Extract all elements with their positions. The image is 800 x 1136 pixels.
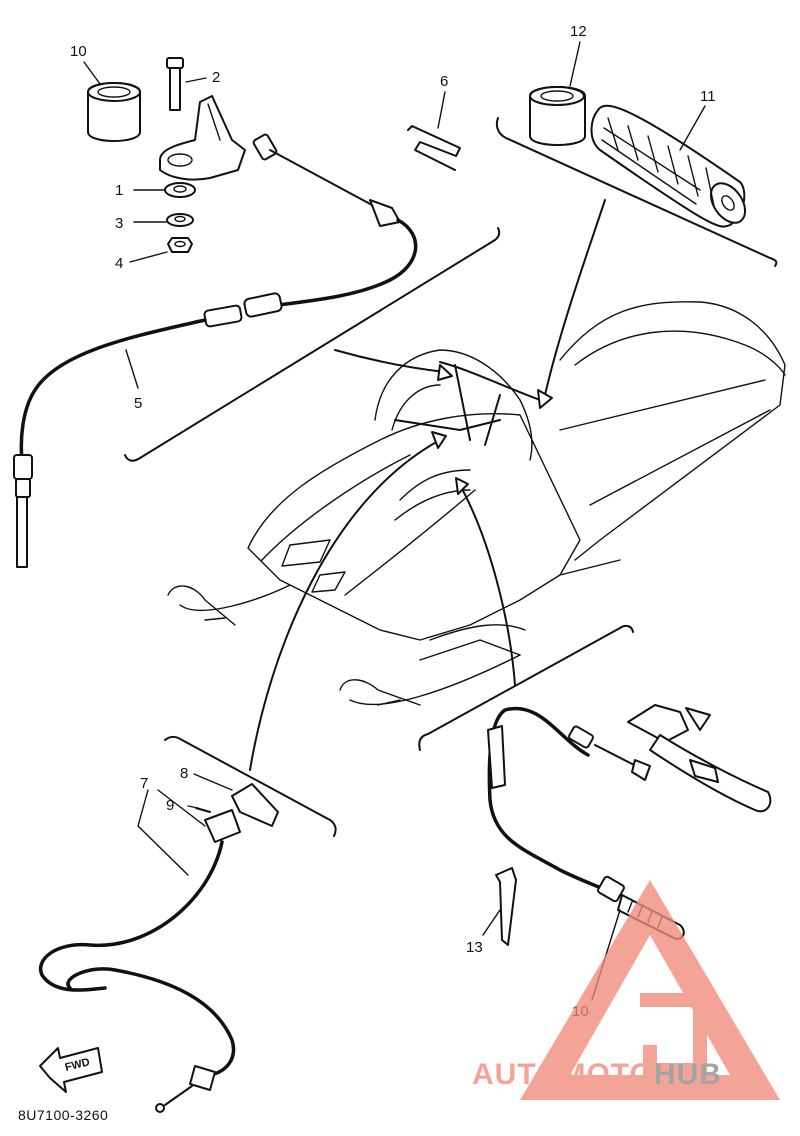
- callout-3: 3: [115, 215, 123, 232]
- callout-2: 2: [212, 69, 220, 86]
- callout-10: 10: [70, 43, 87, 60]
- part-clip: [407, 125, 461, 171]
- callout-8: 8: [180, 765, 188, 782]
- callout-6: 6: [440, 73, 448, 90]
- callout-11: 11: [700, 88, 716, 105]
- watermark-triangle: [520, 880, 780, 1100]
- callout-5: 5: [134, 395, 142, 412]
- part-bracket: [159, 95, 246, 181]
- watermark-text: AUTOMOTOHUB: [472, 1058, 722, 1091]
- part-collar: [87, 82, 141, 142]
- part-grip: [529, 86, 747, 228]
- part-bolt: [166, 57, 184, 111]
- part-washers: [164, 182, 196, 253]
- callout-7: 7: [140, 775, 148, 792]
- pointer-arrows: [249, 199, 606, 771]
- fwd-label: FWD: [64, 1056, 91, 1074]
- callout-1: 1: [115, 182, 123, 199]
- part-switch-cable: [38, 783, 279, 1113]
- diagram-code: 8U7100-3260: [18, 1107, 108, 1123]
- callout-4: 4: [115, 255, 123, 272]
- callout-12: 12: [570, 23, 587, 40]
- group-brackets: [124, 117, 778, 837]
- part-brake-lever: [627, 704, 772, 813]
- callout-13: 13: [466, 939, 483, 956]
- snowmobile-illustration: [167, 301, 786, 706]
- part-throttle-cable: [13, 133, 418, 568]
- callout-9: 9: [166, 797, 174, 814]
- watermark-logo: AUTOMOTOHUB: [472, 880, 780, 1100]
- fwd-arrow: FWD: [39, 1047, 103, 1093]
